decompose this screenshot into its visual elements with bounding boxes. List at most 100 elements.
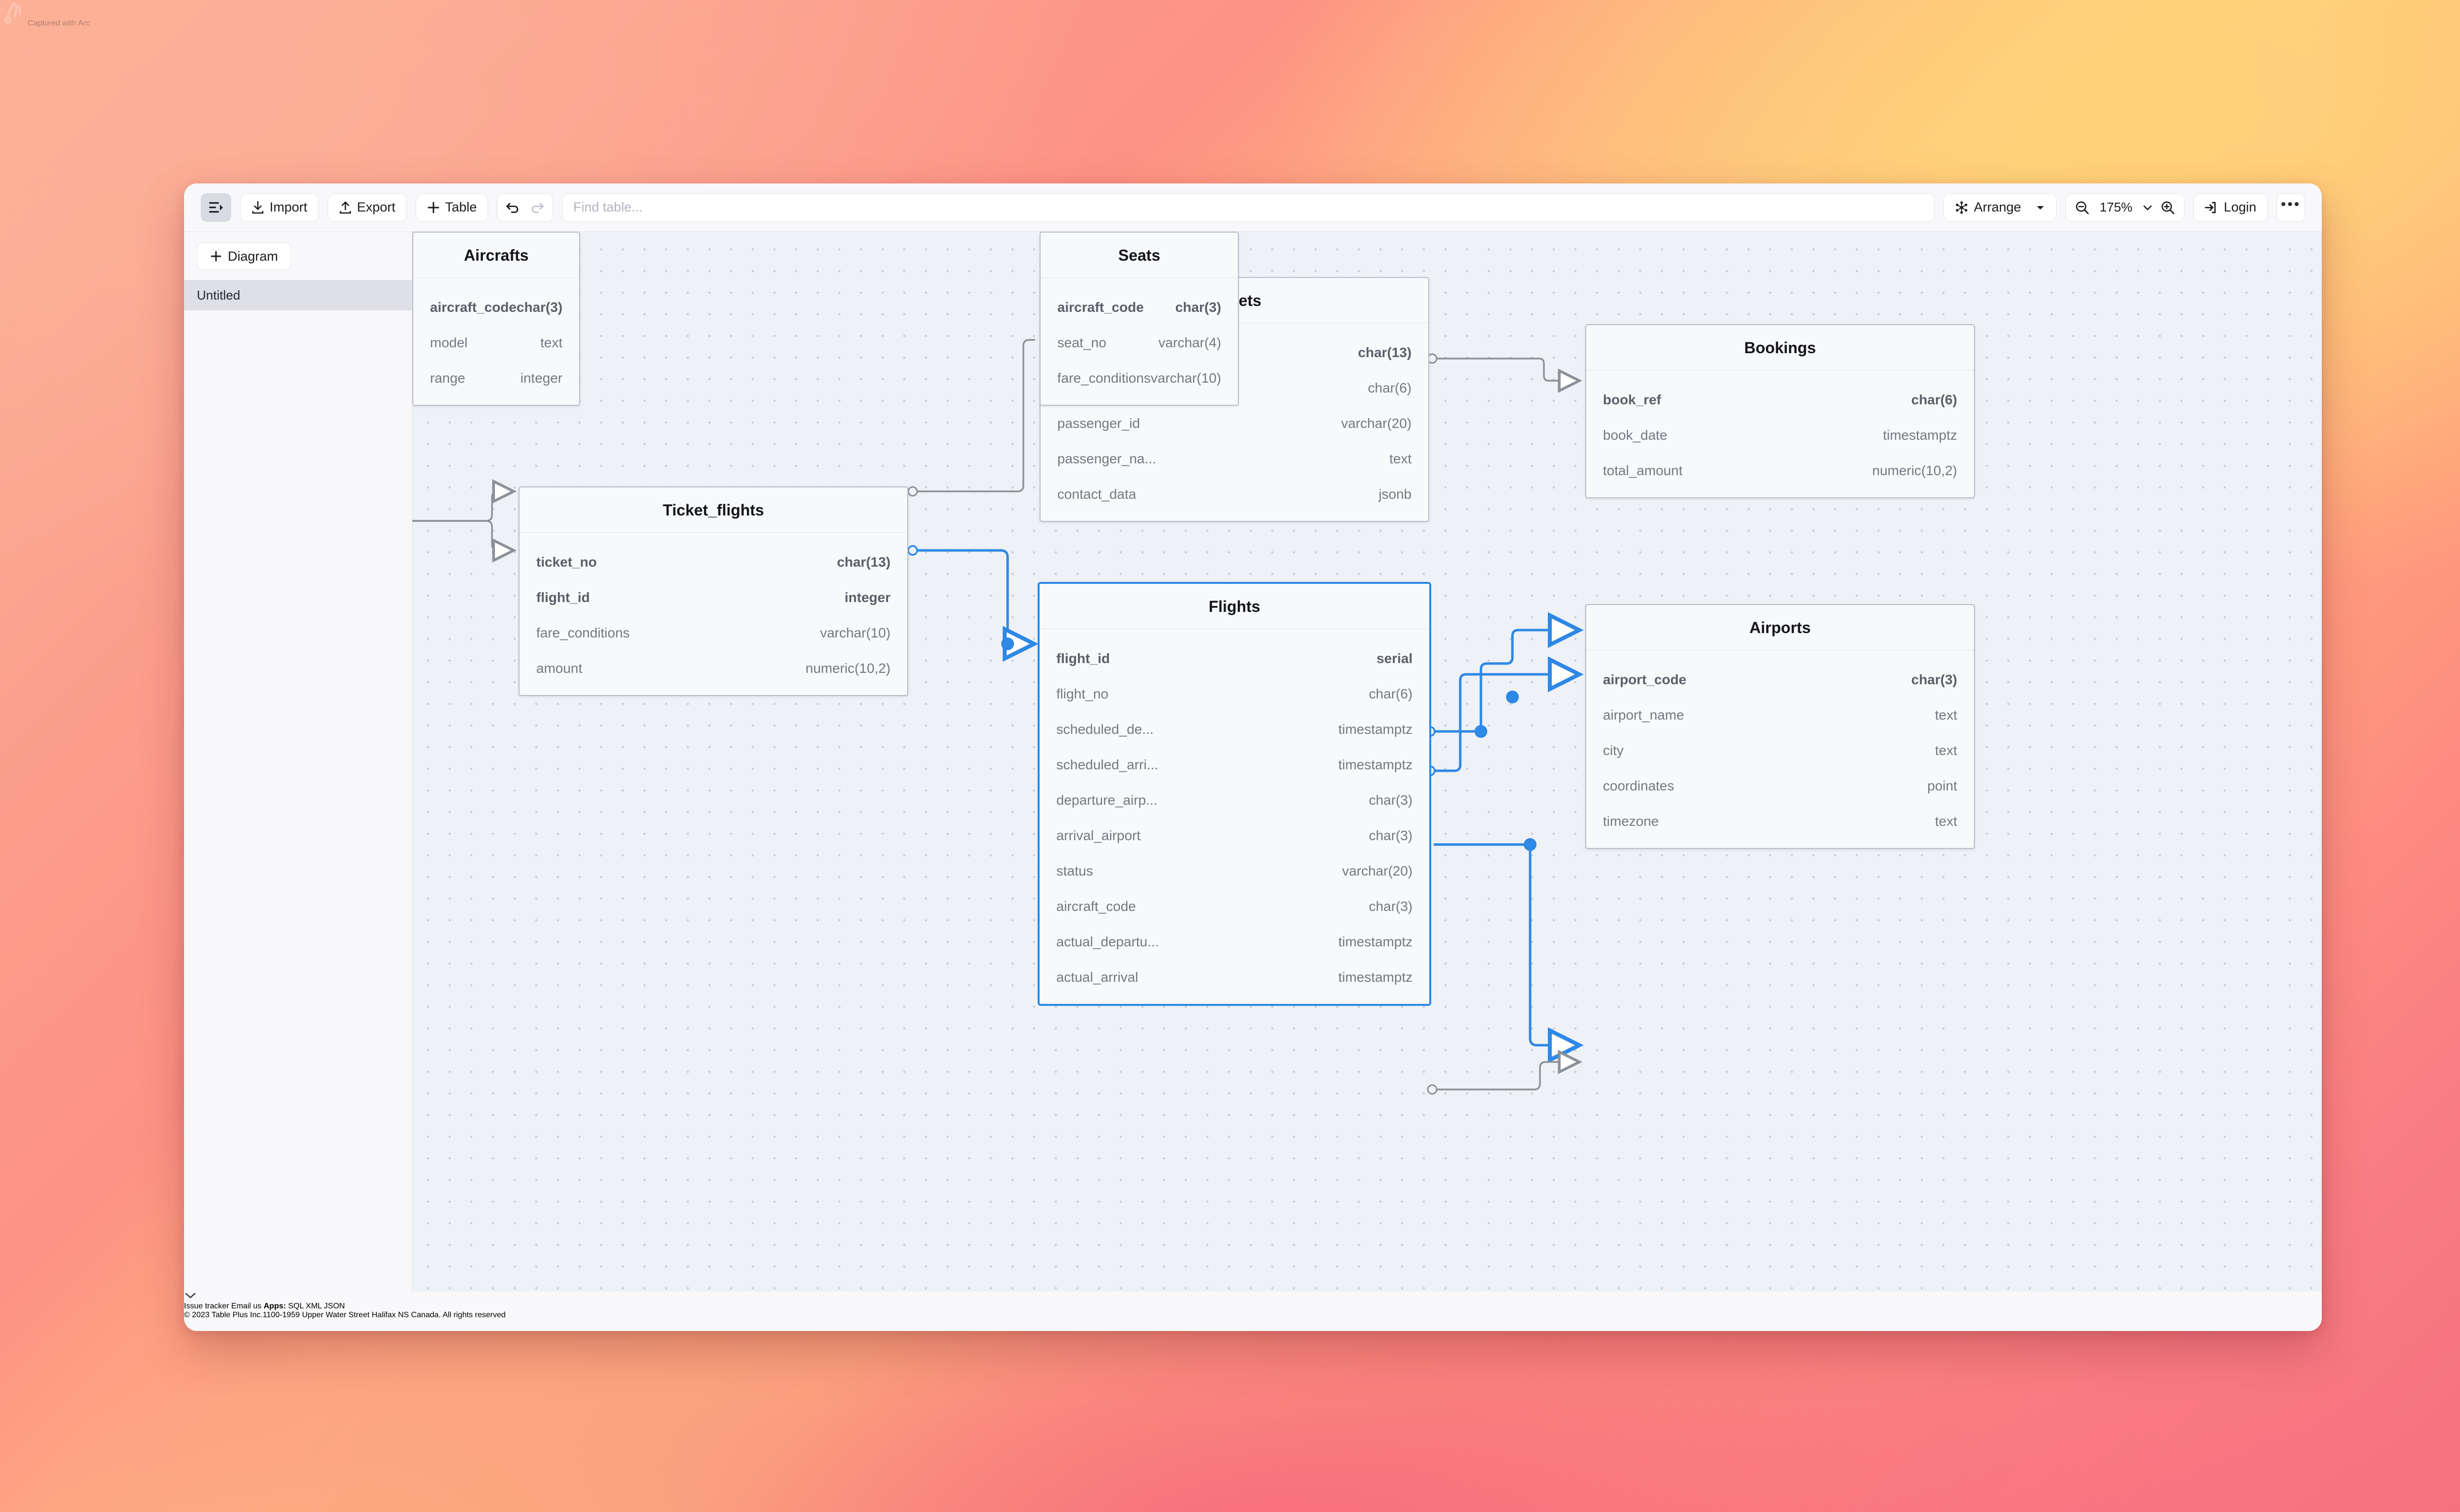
footer-links: Issue tracker Email us Apps: SQL XML JSO…: [184, 1302, 2322, 1311]
column-name: range: [430, 370, 465, 386]
column-name: fare_conditions: [1057, 370, 1151, 386]
export-button[interactable]: Export: [327, 193, 407, 222]
column-name: flight_id: [1056, 651, 1110, 666]
table-row[interactable]: seat_no varchar(4): [1041, 325, 1238, 361]
column-name: fare_conditions: [536, 625, 630, 640]
column-type: text: [1389, 451, 1412, 466]
diagram-canvas[interactable]: Tickets ticket_no char(13) book_ref char…: [412, 232, 2322, 1292]
table-row[interactable]: scheduled_de... timestamptz: [1040, 712, 1429, 747]
table-row[interactable]: actual_arrival timestamptz: [1040, 960, 1429, 995]
table-row[interactable]: passenger_id varchar(20): [1041, 406, 1428, 441]
table-row[interactable]: aircraft_code char(3): [1040, 889, 1429, 924]
table-row[interactable]: aircraft_code char(3): [1041, 290, 1238, 325]
table-row[interactable]: airport_code char(3): [1586, 662, 1974, 697]
table-row[interactable]: coordinates point: [1586, 768, 1974, 804]
table-card-seats[interactable]: Seats aircraft_code char(3) seat_no varc…: [1040, 232, 1239, 406]
table-card-aircrafts[interactable]: Aircrafts aircraft_code char(3) model te…: [412, 232, 581, 406]
column-name: timezone: [1603, 814, 1659, 829]
column-type: char(3): [1369, 792, 1413, 808]
more-options-button[interactable]: •••: [2276, 193, 2305, 222]
table-row[interactable]: timezone text: [1586, 804, 1974, 839]
relation-ticketflights-tickets: [412, 339, 1035, 563]
app-xml-link[interactable]: XML: [306, 1302, 322, 1310]
relation-tickets-bookings: [1427, 353, 1583, 393]
table-row[interactable]: total_amount numeric(10,2): [1586, 453, 1974, 488]
table-row[interactable]: flight_id integer: [520, 580, 907, 615]
panel-collapse-strip[interactable]: [184, 1292, 2322, 1302]
column-name: aircraft_code: [1056, 899, 1136, 914]
find-table-input[interactable]: [562, 193, 1935, 222]
email-us-link[interactable]: Email us: [231, 1302, 262, 1310]
table-row[interactable]: model text: [413, 325, 579, 361]
zoom-control-group: 175%: [2065, 193, 2184, 222]
table-row[interactable]: actual_departu... timestamptz: [1040, 924, 1429, 960]
column-name: passenger_na...: [1057, 451, 1156, 466]
column-type: point: [1927, 778, 1957, 793]
zoom-in-icon[interactable]: [2160, 200, 2175, 215]
new-diagram-button[interactable]: Diagram: [197, 242, 292, 270]
arrange-button[interactable]: Arrange: [1943, 193, 2057, 222]
footer: Issue tracker Email us Apps: SQL XML JSO…: [184, 1302, 2322, 1331]
table-card-flights[interactable]: Flights flight_id serial flight_no char(…: [1038, 582, 1431, 1005]
table-row[interactable]: passenger_na... text: [1041, 441, 1428, 477]
table-row[interactable]: flight_id serial: [1040, 641, 1429, 676]
column-name: amount: [536, 661, 583, 676]
chevron-down-icon[interactable]: [184, 1292, 197, 1300]
table-row[interactable]: range integer: [413, 361, 579, 396]
table-row[interactable]: fare_conditions varchar(10): [1041, 361, 1238, 396]
sidebar-item-untitled[interactable]: Untitled: [184, 280, 412, 310]
plus-icon: [428, 202, 439, 213]
zoom-level-value[interactable]: 175%: [2099, 200, 2133, 214]
issue-tracker-link[interactable]: Issue tracker: [184, 1302, 229, 1310]
footer-meta: © 2023 Table Plus Inc.1100-1959 Upper Wa…: [184, 1311, 2322, 1331]
table-card-bookings[interactable]: Bookings book_ref char(6) book_date time…: [1585, 324, 1975, 498]
column-type: numeric(10,2): [805, 661, 891, 676]
sidebar-header: Diagram: [184, 232, 412, 280]
table-columns: ticket_no char(13) flight_id integer far…: [520, 533, 907, 695]
table-columns: aircraft_code char(3) seat_no varchar(4)…: [1041, 278, 1238, 405]
table-row[interactable]: contact_data jsonb: [1041, 477, 1428, 512]
app-sql-link[interactable]: SQL: [288, 1302, 304, 1310]
table-row[interactable]: fare_conditions varchar(10): [520, 615, 907, 651]
zoom-out-icon[interactable]: [2075, 200, 2090, 215]
table-row[interactable]: departure_airp... char(3): [1040, 783, 1429, 818]
column-type: timestamptz: [1883, 427, 1957, 443]
table-row[interactable]: book_ref char(6): [1586, 382, 1974, 418]
import-label: Import: [270, 200, 308, 214]
table-row[interactable]: arrival_airport char(3): [1040, 818, 1429, 853]
column-name: contact_data: [1057, 486, 1137, 502]
table-row[interactable]: ticket_no char(13): [520, 544, 907, 580]
relation-flights-airports: [1425, 612, 1584, 776]
table-row[interactable]: flight_no char(6): [1040, 676, 1429, 712]
sidebar-toggle-button[interactable]: [201, 193, 231, 222]
column-name: airport_code: [1603, 672, 1687, 687]
table-row[interactable]: aircraft_code char(3): [413, 290, 579, 325]
table-row[interactable]: book_date timestamptz: [1586, 418, 1974, 453]
new-diagram-label: Diagram: [228, 248, 278, 264]
table-row[interactable]: status varchar(20): [1040, 853, 1429, 889]
add-table-button[interactable]: Table: [415, 193, 489, 222]
sidebar-item-label: Untitled: [197, 287, 241, 302]
login-button[interactable]: Login: [2193, 193, 2268, 222]
table-columns: aircraft_code char(3) model text range i…: [413, 278, 579, 405]
table-row[interactable]: amount numeric(10,2): [520, 651, 907, 686]
table-card-ticket-flights[interactable]: Ticket_flights ticket_no char(13) flight…: [519, 486, 908, 696]
table-row[interactable]: scheduled_arri... timestamptz: [1040, 747, 1429, 783]
chevron-down-icon[interactable]: [2143, 204, 2152, 211]
import-button[interactable]: Import: [240, 193, 319, 222]
table-columns: book_ref char(6) book_date timestamptz t…: [1586, 370, 1974, 497]
redo-icon[interactable]: [530, 201, 545, 214]
column-type: timestamptz: [1338, 934, 1413, 949]
app-json-link[interactable]: JSON: [324, 1302, 345, 1310]
relation-ticketflights-flights: [907, 545, 1039, 662]
undo-icon[interactable]: [505, 201, 520, 214]
column-name: scheduled_de...: [1056, 722, 1154, 737]
table-row[interactable]: airport_name text: [1586, 697, 1974, 733]
panel-toggle-icon: [209, 202, 223, 212]
column-name: status: [1056, 863, 1093, 878]
table-card-airports[interactable]: Airports airport_code char(3) airport_na…: [1585, 604, 1975, 849]
column-type: integer: [844, 590, 891, 605]
table-row[interactable]: city text: [1586, 733, 1974, 768]
column-type: varchar(20): [1342, 863, 1413, 878]
history-button-group: [497, 193, 554, 222]
